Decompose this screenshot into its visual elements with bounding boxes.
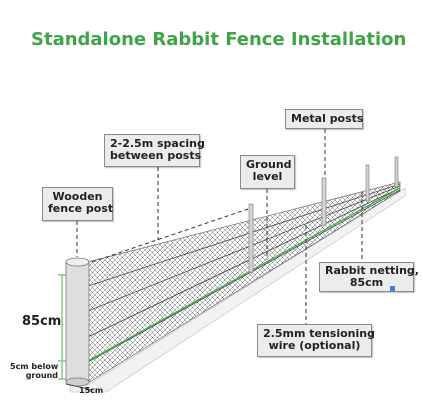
callout-ground-line1: Ground	[246, 158, 292, 171]
page-title: Standalone Rabbit Fence Installation	[31, 29, 407, 50]
below-ground-label: 5cm below ground	[10, 362, 58, 380]
height-label: 85cm	[22, 314, 62, 329]
callout-wooden-fence-post: Wooden fence post	[42, 187, 113, 221]
callout-tension-line1: 2.5mm tensioning	[263, 327, 375, 340]
width-dimension	[65, 383, 94, 391]
below-ground-line1: 5cm below	[10, 362, 59, 371]
below-ground-dimension	[58, 362, 66, 380]
metal-post	[365, 164, 370, 202]
selection-handle[interactable]	[390, 286, 395, 291]
tensioning-wire	[87, 187, 401, 362]
callout-wooden-line2: fence post	[48, 202, 114, 215]
callout-rabbit-netting: Rabbit netting, 85cm	[319, 262, 419, 292]
callout-spacing-line2: between posts	[110, 149, 202, 162]
callout-tension-line2: wire (optional)	[268, 339, 361, 352]
callout-ground-line2: level	[252, 170, 283, 183]
callout-netting-line2: 85cm	[349, 276, 384, 289]
callout-wooden-line1: Wooden	[52, 190, 103, 203]
callout-metal-posts: Metal posts	[285, 109, 363, 129]
metal-post	[248, 203, 254, 273]
callout-post-spacing: 2-2.5m spacing between posts	[104, 134, 205, 167]
callout-spacing-line1: 2-2.5m spacing	[110, 137, 205, 150]
callout-netting-line1: Rabbit netting,	[325, 264, 419, 277]
ground-strip	[69, 187, 406, 393]
height-dimension	[58, 274, 66, 362]
callout-metal-line1: Metal posts	[291, 112, 364, 125]
metal-post	[394, 156, 399, 188]
below-ground-line2: ground	[25, 371, 58, 380]
callout-ground-level: Ground level	[240, 155, 295, 189]
width-label: 15cm	[79, 386, 104, 395]
metal-post	[321, 177, 327, 226]
callout-tensioning-wire: 2.5mm tensioning wire (optional)	[257, 324, 375, 357]
wooden-post	[65, 257, 90, 387]
